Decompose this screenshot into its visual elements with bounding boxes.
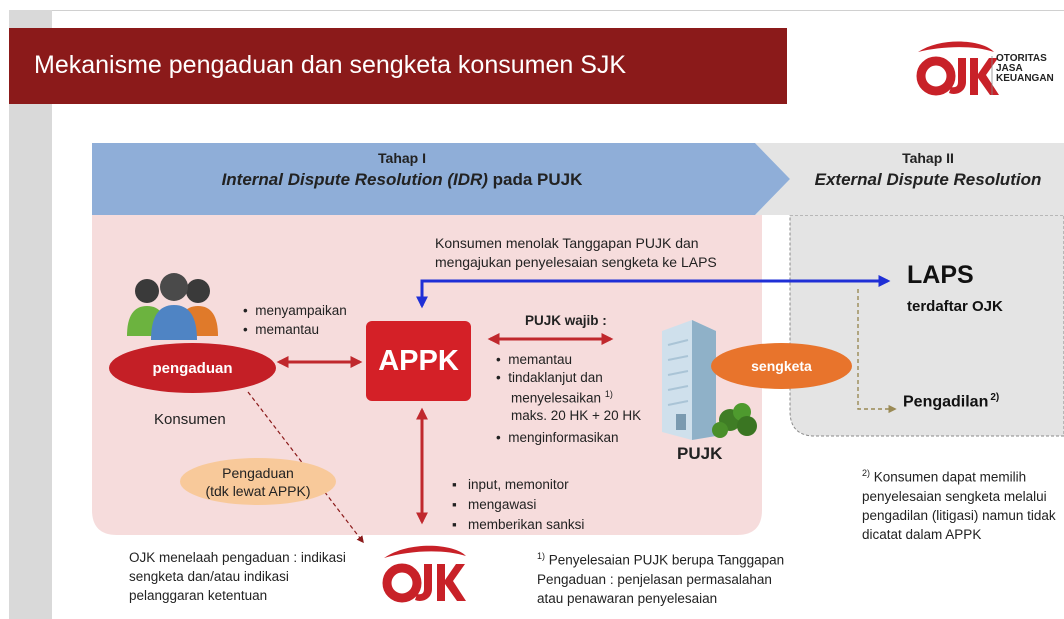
escalation-arrow	[416, 275, 891, 309]
stage2-header	[755, 143, 1064, 215]
litigation-arrow	[857, 289, 897, 414]
stage1-header	[92, 143, 790, 215]
stage1-title: Tahap I Internal Dispute Resolution (IDR…	[221, 150, 583, 189]
title-banner	[9, 28, 787, 104]
left-margin-bar	[9, 10, 52, 619]
laps-title: LAPS	[907, 261, 974, 289]
logo-wordmark: OTORITAS JASA KEUANGAN	[996, 53, 1054, 84]
pujk-label: PUJK	[677, 444, 723, 463]
pujk-obligation-list: • memantau • tindaklanjut dan menyelesai…	[496, 352, 642, 445]
appk-box: APPK	[366, 321, 471, 401]
consumer-label: Konsumen	[154, 411, 226, 428]
ojk-logo-icon	[916, 41, 999, 96]
footnote-2: 2) Konsumen dapat memilih penyelesaian s…	[862, 468, 1056, 542]
footnote-1: 1) Penyelesaian PUJK berupa Tanggapan Pe…	[537, 551, 785, 606]
stage2-title: Tahap II External Dispute Resolution	[814, 150, 1042, 189]
ojk-logo-icon	[382, 545, 466, 603]
ojk-review-note: OJK menelaah pengaduan : indikasi sengke…	[129, 550, 346, 603]
reject-note: Konsumen menolak Tanggapan PUJK dan meng…	[435, 235, 717, 270]
dispute-ellipse: sengketa	[711, 343, 852, 389]
ojk-actions: ▪ input, memonitor ▪ mengawasi ▪ memberi…	[452, 477, 585, 532]
consumer-actions: • menyampaikan • memantau	[243, 303, 347, 337]
laps-subtitle: terdaftar OJK	[907, 298, 1003, 315]
people-group-icon	[127, 273, 218, 340]
office-building-icon	[662, 320, 757, 440]
page-title: Mekanisme pengaduan dan sengketa konsume…	[34, 51, 627, 79]
direct-complaint-ellipse: Pengaduan (tdk lewat APPK)	[180, 458, 336, 505]
top-rule	[52, 10, 1064, 11]
pujk-obligation-title: PUJK wajib :	[525, 313, 607, 328]
complaint-ellipse: pengaduan	[109, 343, 276, 393]
